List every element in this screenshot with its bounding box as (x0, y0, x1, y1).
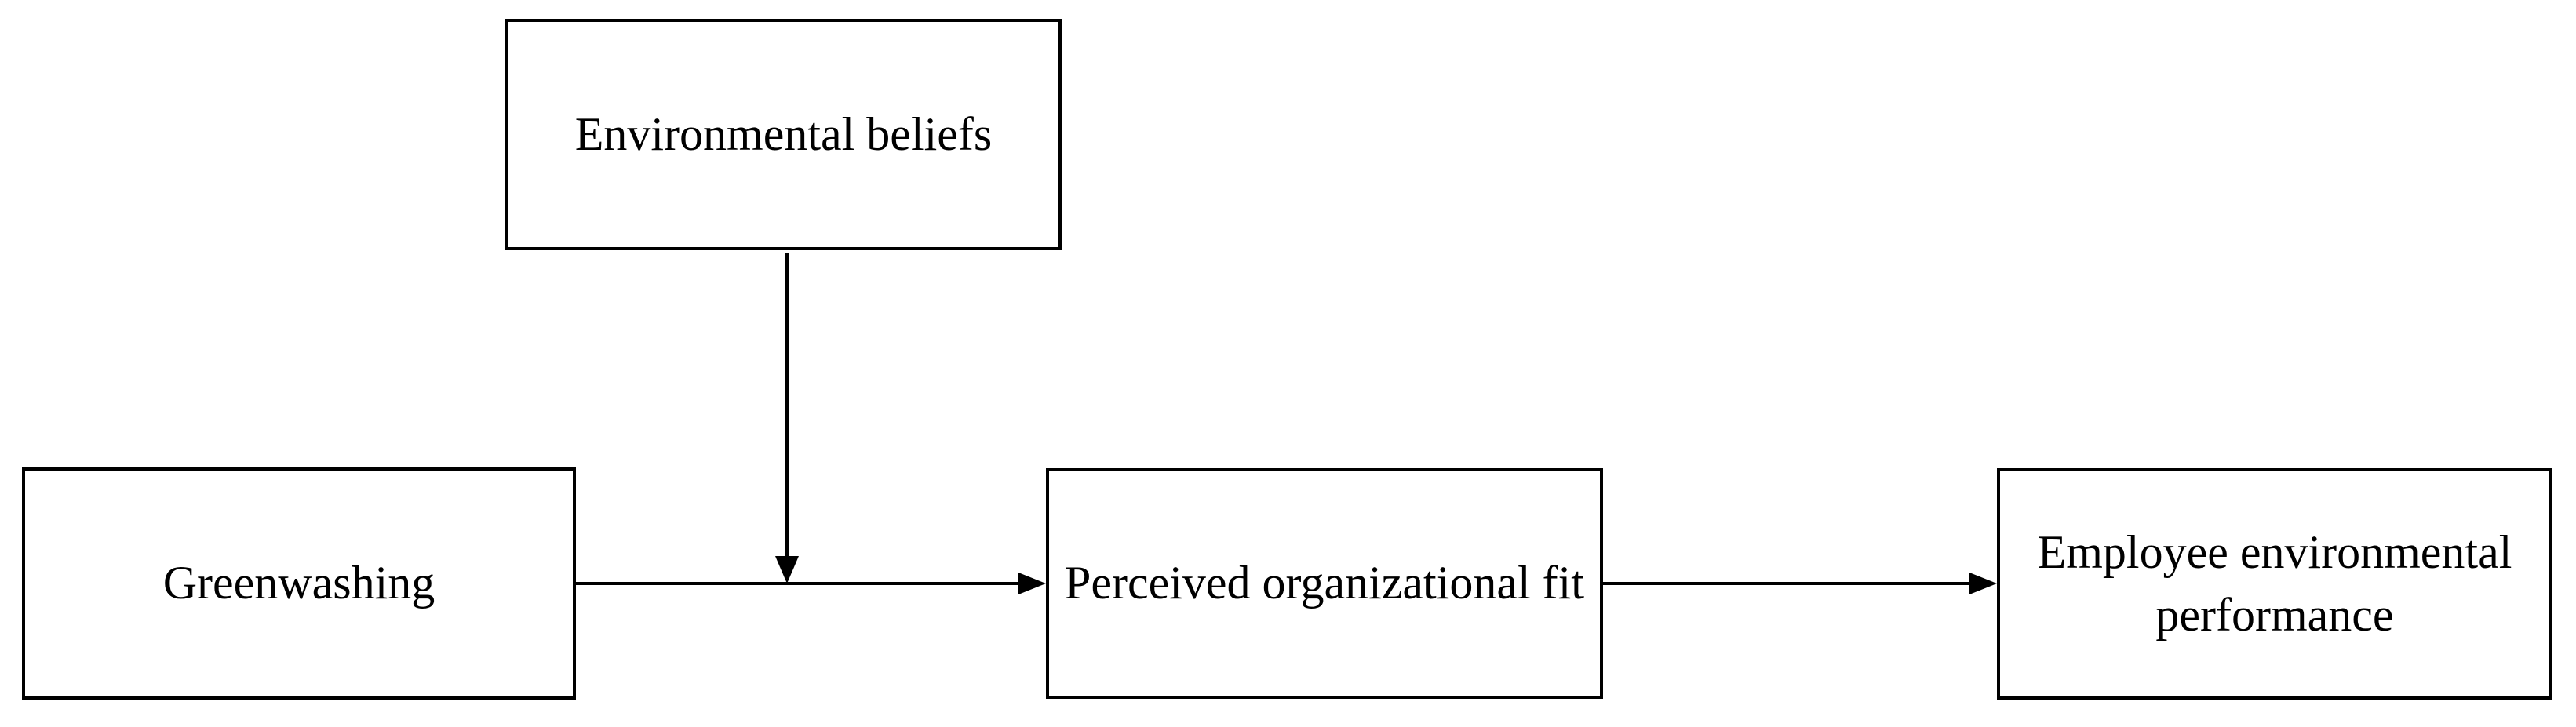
edge-fit-to-performance-line (1603, 582, 1971, 585)
node-greenwashing-label: Greenwashing (162, 557, 435, 609)
node-employee-environmental-performance-label: Employee environmental performance (2037, 525, 2512, 641)
edge-moderator-line (785, 253, 789, 558)
node-environmental-beliefs-label: Environmental beliefs (574, 107, 993, 160)
arrowhead-down-icon (775, 556, 799, 583)
node-perceived-organizational-fit: Perceived organizational fit (1046, 468, 1603, 699)
arrowhead-right-icon (1969, 573, 1997, 594)
edge-greenwashing-to-fit-line (576, 582, 1020, 585)
node-environmental-beliefs: Environmental beliefs (505, 19, 1062, 250)
node-greenwashing: Greenwashing (22, 467, 576, 700)
node-perceived-organizational-fit-label: Perceived organizational fit (1065, 557, 1584, 609)
node-employee-environmental-performance: Employee environmental performance (1997, 468, 2552, 700)
arrowhead-right-icon (1018, 573, 1046, 594)
